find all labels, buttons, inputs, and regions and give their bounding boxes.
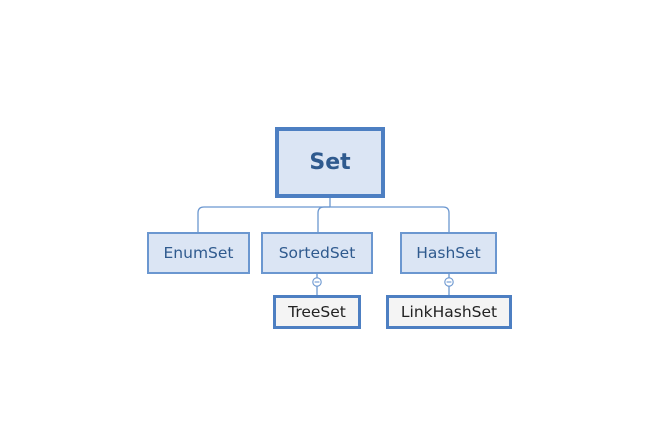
node-linkhashset[interactable]: LinkHashSet [386,295,512,329]
node-enumset[interactable]: EnumSet [147,232,250,274]
node-sortedset-label: SortedSet [278,244,356,262]
node-linkhashset-label: LinkHashSet [400,303,498,321]
node-set[interactable]: Set [275,127,385,198]
connector-enumset [197,206,330,232]
node-enumset-label: EnumSet [163,244,234,262]
node-hashset[interactable]: HashSet [400,232,497,274]
node-treeset-label: TreeSet [288,303,346,321]
node-treeset[interactable]: TreeSet [273,295,361,329]
node-set-label: Set [309,150,351,175]
connector-sortedset [317,206,330,232]
node-hashset-label: HashSet [416,244,481,262]
connector-hashset [330,206,450,232]
collapse-minus-icon[interactable] [312,277,322,287]
node-sortedset[interactable]: SortedSet [261,232,373,274]
collapse-minus-icon[interactable] [444,277,454,287]
